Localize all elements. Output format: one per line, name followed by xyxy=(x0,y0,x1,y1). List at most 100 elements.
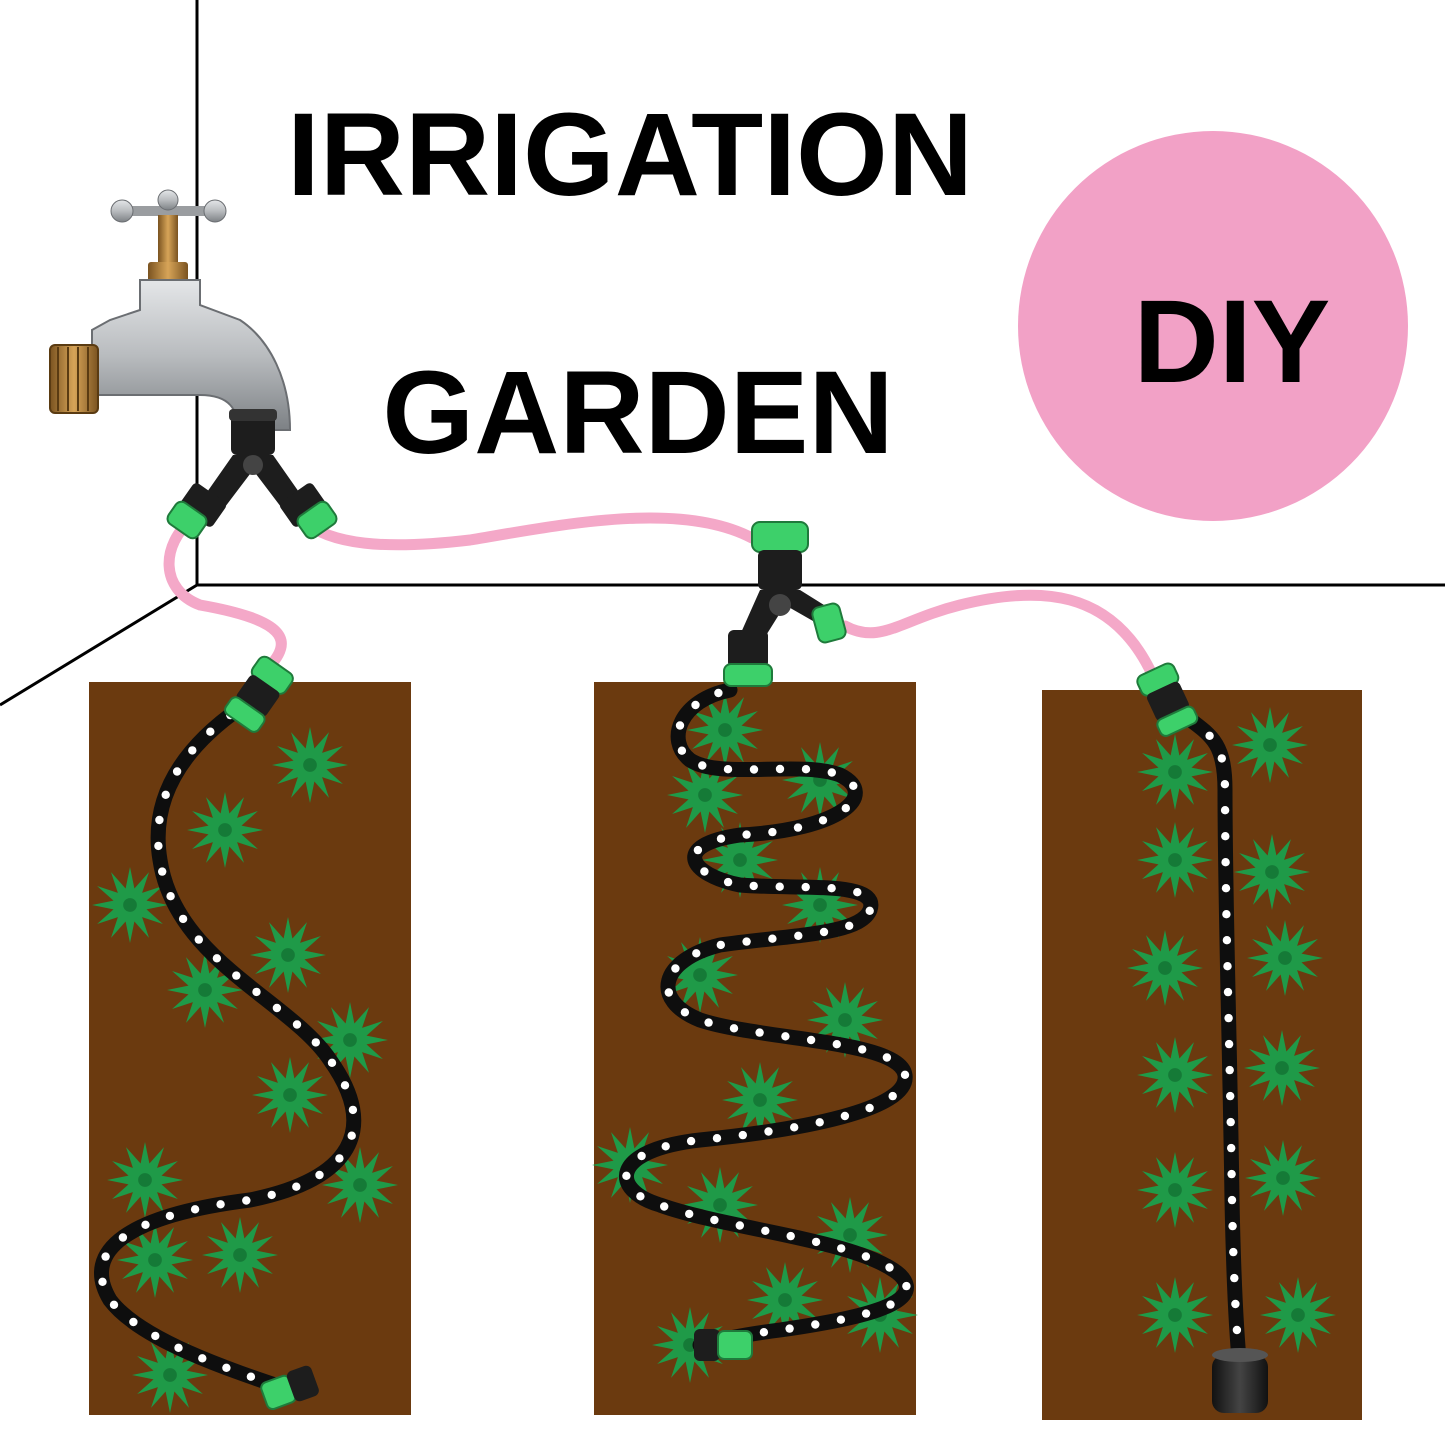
emitter-dot xyxy=(348,1105,358,1115)
emitter-dot xyxy=(755,1028,764,1037)
plant-icon xyxy=(92,867,168,943)
emitter-dot xyxy=(166,892,175,901)
plant-icon xyxy=(812,1197,888,1273)
emitter-dot xyxy=(172,767,182,776)
emitter-dot xyxy=(660,1202,669,1211)
emitter-dot xyxy=(806,1035,816,1045)
emitter-dot xyxy=(216,1200,225,1209)
plant-icon xyxy=(702,822,778,898)
emitter-dot xyxy=(246,1372,256,1381)
y-splitter-mid-icon[interactable] xyxy=(723,521,847,687)
emitter-dot xyxy=(742,830,751,839)
emitter-dot xyxy=(671,964,680,973)
emitter-dot xyxy=(700,867,709,876)
faucet-icon[interactable] xyxy=(49,189,292,431)
plant-icon xyxy=(747,1262,823,1338)
emitter-dot xyxy=(785,1324,794,1333)
plant-icon xyxy=(722,1062,798,1138)
emitter-dot xyxy=(716,834,726,843)
emitter-dot xyxy=(677,746,687,755)
title-garden: GARDEN xyxy=(382,347,893,479)
emitter-dot xyxy=(801,882,810,892)
emitter-dot xyxy=(109,1300,119,1310)
emitter-dot xyxy=(759,1328,769,1337)
emitter-dot xyxy=(1222,910,1231,919)
emitter-dot xyxy=(1228,1221,1237,1231)
emitter-dot xyxy=(252,987,261,997)
plant-icon xyxy=(1260,1277,1336,1353)
faucet-handle-knob-top xyxy=(157,189,179,211)
plant-icon xyxy=(117,1222,193,1298)
emitter-dot xyxy=(327,1058,337,1068)
hose-connector-bed-3-icon[interactable] xyxy=(1135,661,1199,738)
faucet-brass-stem xyxy=(158,215,178,270)
emitter-dot xyxy=(292,1020,302,1029)
feed-hose-left xyxy=(163,512,287,674)
emitter-dot xyxy=(1229,1247,1238,1257)
plant-icon xyxy=(1244,1030,1320,1106)
emitter-dot xyxy=(882,1053,892,1062)
emitter-dot xyxy=(680,1008,690,1017)
emitter-dot xyxy=(827,768,836,777)
emitter-dot xyxy=(206,727,215,736)
emitter-dot xyxy=(768,827,777,837)
emitter-dot xyxy=(267,1190,276,1200)
emitter-dot xyxy=(212,954,222,963)
end-cap-bed-3-icon[interactable] xyxy=(1212,1348,1268,1413)
emitter-dot xyxy=(775,882,784,891)
emitter-dot xyxy=(845,921,854,930)
plant-icon xyxy=(1137,1152,1213,1228)
emitter-dot xyxy=(174,1343,183,1353)
emitter-dot xyxy=(749,881,758,891)
emitter-dot xyxy=(1221,858,1230,867)
emitter-dot xyxy=(704,1018,713,1027)
emitter-dot xyxy=(861,1252,871,1261)
plant-icon xyxy=(662,937,738,1013)
emitter-dot xyxy=(347,1131,356,1140)
plant-icon xyxy=(1232,707,1308,783)
plant-icon xyxy=(667,757,743,833)
emitter-dot xyxy=(790,1123,799,1132)
emitter-dot xyxy=(749,765,759,774)
feed-hose-middle xyxy=(296,512,758,551)
emitter-dot xyxy=(1223,987,1233,997)
emitter-dot xyxy=(781,1032,790,1041)
emitter-dot xyxy=(849,781,858,790)
emitter-dot xyxy=(714,688,723,698)
emitter-dot xyxy=(827,884,836,893)
feed-hose-right xyxy=(839,589,1156,676)
emitter-dots-layer xyxy=(98,688,1243,1390)
emitter-dot xyxy=(1220,780,1230,789)
end-cap-bed-1-icon[interactable] xyxy=(259,1364,321,1413)
emitter-dot xyxy=(735,1221,744,1230)
emitter-dot xyxy=(861,1309,871,1318)
emitter-dot xyxy=(158,867,167,876)
emitter-dot xyxy=(819,927,829,937)
emitter-dot xyxy=(712,1134,722,1143)
feed-hose-layer xyxy=(163,512,1156,676)
emitter-dot xyxy=(793,823,803,832)
emitter-dot xyxy=(794,931,803,940)
emitter-dot xyxy=(1227,1195,1237,1205)
emitter-dot xyxy=(738,1130,747,1140)
hose-connector-bed-1-icon[interactable] xyxy=(223,654,296,734)
emitter-dot xyxy=(692,949,701,958)
plant-icon xyxy=(782,867,858,943)
plant-icon xyxy=(1137,1037,1213,1113)
emitter-dot xyxy=(242,1196,251,1205)
y-splitter-icon[interactable] xyxy=(165,409,339,541)
plant-icon xyxy=(202,1217,278,1293)
emitter-dot xyxy=(801,765,811,774)
emitter-dot xyxy=(1230,1273,1239,1283)
emitter-dot xyxy=(902,1281,911,1291)
emitter-dot xyxy=(155,815,164,825)
emitter-dot xyxy=(691,700,700,710)
emitter-dot xyxy=(729,1024,739,1033)
emitter-dot xyxy=(1227,1143,1236,1153)
end-cap-bed-2-icon[interactable] xyxy=(694,1329,753,1361)
emitter-dot xyxy=(154,841,163,851)
emitter-dot xyxy=(840,1111,850,1121)
plant-icon xyxy=(167,952,243,1028)
emitter-dot xyxy=(815,1118,824,1127)
emitter-dot xyxy=(764,1127,773,1136)
